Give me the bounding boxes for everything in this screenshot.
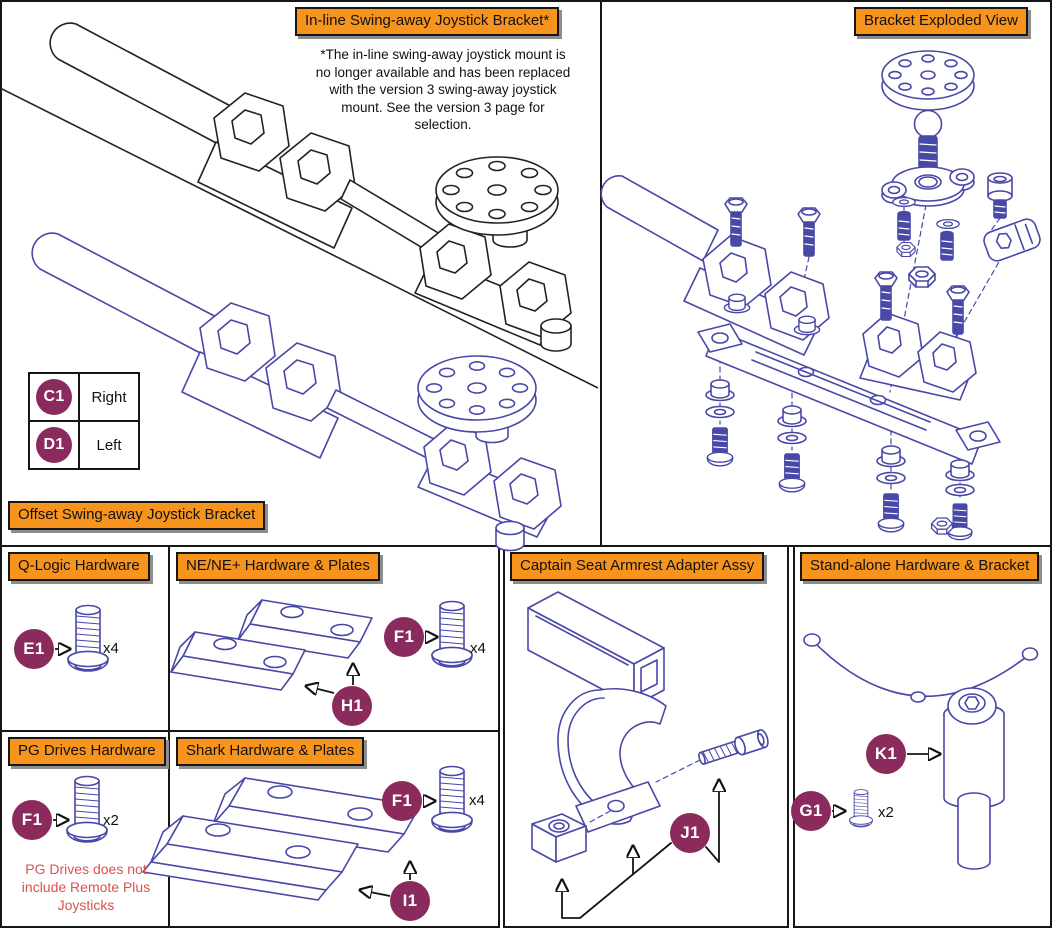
q-logic-screw-illustration bbox=[67, 604, 109, 672]
tag-ne: NE/NE+ Hardware & Plates bbox=[176, 552, 380, 581]
captain-adapter-illustration bbox=[527, 591, 769, 863]
inline-offset-divider-line bbox=[0, 87, 599, 389]
ne-plates-illustration bbox=[170, 599, 473, 691]
note-line: selection. bbox=[414, 117, 472, 132]
part-badge-i1: I1 bbox=[390, 881, 430, 921]
note-line: mount. See the version 3 page for bbox=[341, 99, 545, 115]
part-badge-d1: D1 bbox=[36, 427, 72, 463]
part-badge-j1: J1 bbox=[670, 813, 710, 853]
callout-arrows bbox=[53, 637, 940, 919]
legend-row-right: C1 Right bbox=[30, 374, 138, 420]
part-badge-f1-shark: F1 bbox=[382, 781, 422, 821]
part-badge-k1: K1 bbox=[866, 734, 906, 774]
pg-drives-warning: PG Drives does not include Remote Plus J… bbox=[6, 860, 166, 914]
tag-q-logic: Q-Logic Hardware bbox=[8, 552, 150, 581]
part-badge-c1: C1 bbox=[36, 379, 72, 415]
side-legend-table: C1 Right D1 Left bbox=[28, 372, 140, 470]
note-line: *The in-line swing-away joystick mount i… bbox=[320, 47, 566, 62]
standalone-screw-illustration bbox=[849, 789, 873, 828]
part-badge-g1: G1 bbox=[791, 791, 831, 831]
warning-line: include Remote Plus bbox=[21, 879, 151, 895]
inline-discontinued-note: *The in-line swing-away joystick mount i… bbox=[290, 46, 596, 134]
qty-label-f1-shark: x4 bbox=[469, 792, 485, 809]
standalone-bracket-illustration bbox=[803, 633, 1039, 870]
part-badge-f1-pg: F1 bbox=[12, 800, 52, 840]
tag-captain-seat: Captain Seat Armrest Adapter Assy bbox=[510, 552, 765, 581]
panel-bracket-exploded-view bbox=[600, 0, 1052, 547]
qty-label-g1: x2 bbox=[878, 804, 894, 821]
exploded-view-illustration bbox=[600, 50, 1041, 541]
tag-shark: Shark Hardware & Plates bbox=[176, 737, 365, 766]
part-badge-h1: H1 bbox=[332, 686, 372, 726]
legend-row-left: D1 Left bbox=[30, 420, 138, 468]
offset-bracket-illustration bbox=[31, 232, 562, 552]
tag-offset-bracket: Offset Swing-away Joystick Bracket bbox=[8, 501, 266, 530]
tag-pg-drives: PG Drives Hardware bbox=[8, 737, 166, 766]
part-badge-e1: E1 bbox=[14, 629, 54, 669]
legend-label-left: Left bbox=[96, 436, 122, 454]
tag-exploded-view: Bracket Exploded View bbox=[854, 7, 1028, 36]
inline-bracket-illustration bbox=[49, 22, 572, 352]
warning-line: Joysticks bbox=[57, 897, 115, 913]
shark-plates-illustration bbox=[142, 765, 473, 901]
qty-label-f1-pg: x2 bbox=[103, 812, 119, 829]
part-badge-f1-ne: F1 bbox=[384, 617, 424, 657]
qty-label-f1-ne: x4 bbox=[470, 640, 486, 657]
tag-inline-bracket: In-line Swing-away Joystick Bracket* bbox=[295, 7, 560, 36]
legend-label-right: Right bbox=[91, 388, 127, 406]
pg-screw-illustration bbox=[66, 775, 108, 843]
note-line: with the version 3 swing-away joystick bbox=[329, 82, 557, 97]
note-line: no longer available and has been replace… bbox=[315, 64, 571, 80]
panel-standalone-hardware bbox=[793, 545, 1052, 928]
tag-standalone: Stand-alone Hardware & Bracket bbox=[800, 552, 1040, 581]
qty-label-e1: x4 bbox=[103, 640, 119, 657]
warning-line: PG Drives does not bbox=[25, 861, 147, 877]
